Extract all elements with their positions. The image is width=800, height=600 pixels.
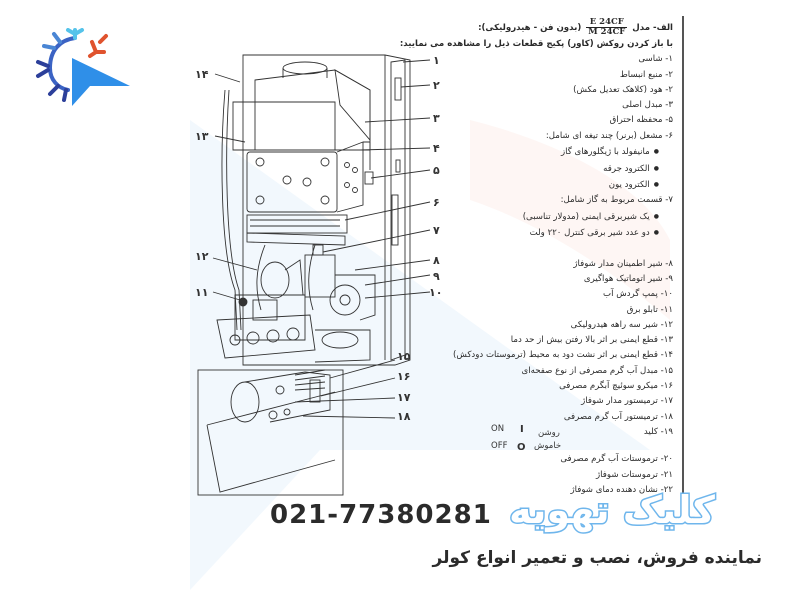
legend-item: ۱۰- پمپ گردش آب — [603, 289, 673, 300]
legend-item: ۲- هود (کلاهک تعدیل مکش) — [573, 84, 673, 95]
legend-item: ۲۲- نشان دهنده دمای شوفاژ — [570, 484, 673, 495]
switch-off-fa: خاموش — [534, 441, 562, 451]
model-top: E 24CF — [586, 18, 628, 28]
phone-number: 021-77380281 — [270, 500, 492, 530]
callout-7: ۷ — [433, 224, 440, 237]
legend-item: ۱۶- میکرو سوئیچ آبگرم مصرفی — [559, 381, 673, 392]
switch-on-en: ON — [491, 424, 505, 434]
legend-item: ۶- مشعل (برنر) چند تیغه ای شامل: — [545, 130, 673, 141]
brand-name: کلیک تهویه — [508, 487, 716, 534]
legend-item: ۸- شیر اطمینان مدار شوفاژ — [573, 258, 673, 269]
gas-part: دو عدد شیر برقی کنترل ۲۲۰ ولت — [455, 225, 673, 241]
legend-divider — [682, 16, 684, 494]
legend-item: ۱۳- قطع ایمنی بر اثر بالا رفتن بیش از حد… — [510, 335, 673, 346]
switch-off-symbol: O — [517, 442, 526, 453]
switch-on-fa: روشن — [538, 428, 560, 438]
legend-item: ۲- منبع انبساط — [619, 69, 673, 80]
spacer — [455, 440, 673, 452]
callout-8: ۸ — [433, 254, 440, 267]
callout-5: ۵ — [433, 164, 440, 177]
model-fraction: E 24CF M 24CF — [586, 18, 628, 37]
parts-legend: الف- مدل E 24CF M 24CF (بدون فن - هیدرول… — [399, 18, 673, 500]
legend-item: ۱۲- شیر سه راهه هیدرولیکی — [570, 319, 673, 330]
legend-item: ۷- قسمت مربوط به گاز شامل: — [560, 195, 673, 206]
callout-16: ۱۶ — [397, 370, 411, 383]
callout-2: ۲ — [433, 79, 440, 92]
gas-part: یک شیربرقی ایمنی (مدولار تناسبی) — [455, 209, 673, 225]
burner-part: مانیفولد با ژیگلورهای گاز — [455, 144, 673, 160]
legend-item: ۲۱- ترموستات شوفاژ — [596, 469, 673, 480]
legend-item: ۱- شاسی — [638, 54, 673, 65]
callout-4: ۴ — [433, 142, 440, 155]
legend-item: ۱۹- کلید — [455, 425, 673, 440]
title-prefix: الف- مدل — [632, 23, 673, 33]
legend-item: ۱۴- قطع ایمنی بر اثر نشت دود به محیط (تر… — [453, 350, 673, 361]
legend-intro: با باز کردن روکش (کاور) پکیج قطعات ذیل ر… — [399, 39, 673, 49]
callout-3: ۳ — [433, 112, 440, 125]
callout-15: ۱۵ — [397, 350, 411, 363]
legend-item: ۱۸- ترمیستور آب گرم مصرفی — [563, 411, 673, 422]
spacer — [455, 242, 673, 257]
callout-18: ۱۸ — [397, 410, 411, 423]
legend-item: ۱۵- مبدل آب گرم مصرفی از نوع صفحه‌ای — [521, 365, 673, 376]
brand-tagline: نماینده فروش، نصب و تعمیر انواع کولر — [432, 548, 762, 568]
legend-item: ۹- شیر اتوماتیک هواگیری — [583, 273, 673, 284]
legend-title: الف- مدل E 24CF M 24CF (بدون فن - هیدرول… — [455, 18, 673, 37]
boiler-exploded-diagram: ۱ ۲ ۳ ۴ ۵ ۶ ۷ ۸ ۹ ۱۰ ۱۴ ۱۳ ۱۲ ۱۱ ۱۵ ۱۶ ۱… — [195, 30, 455, 500]
legend-item: ۱۱- تابلو برق — [626, 304, 673, 315]
callout-11: ۱۱ — [195, 286, 209, 299]
burner-part: الکترود جرقه — [455, 161, 673, 177]
boiler-drawing — [197, 54, 431, 496]
legend-item: ۱۷- ترمیستور مدار شوفاژ — [581, 396, 673, 407]
legend-item: ۳- مبدل اصلی — [622, 100, 673, 111]
callout-9: ۹ — [433, 270, 440, 283]
callout-13: ۱۳ — [195, 130, 209, 143]
model-bottom: M 24CF — [588, 27, 626, 37]
callout-1: ۱ — [433, 54, 440, 67]
callout-12: ۱۲ — [195, 250, 209, 263]
burner-part: الکترود یون — [455, 177, 673, 193]
switch-off-en: OFF — [491, 441, 508, 451]
legend-item: ۵- محفظه احتراق — [609, 115, 673, 126]
callout-14: ۱۴ — [195, 68, 209, 81]
callout-10: ۱۰ — [429, 286, 443, 299]
switch-label: ۱۹- کلید — [643, 426, 673, 437]
switch-on-symbol: I — [520, 424, 524, 435]
callout-6: ۶ — [433, 196, 440, 209]
legend-item: ۲۰- ترموستات آب گرم مصرفی — [560, 454, 673, 465]
snowflake-cursor-logo-icon — [36, 28, 130, 106]
title-suffix: (بدون فن - هیدرولیکی): — [478, 23, 582, 33]
callout-17: ۱۷ — [397, 391, 411, 404]
